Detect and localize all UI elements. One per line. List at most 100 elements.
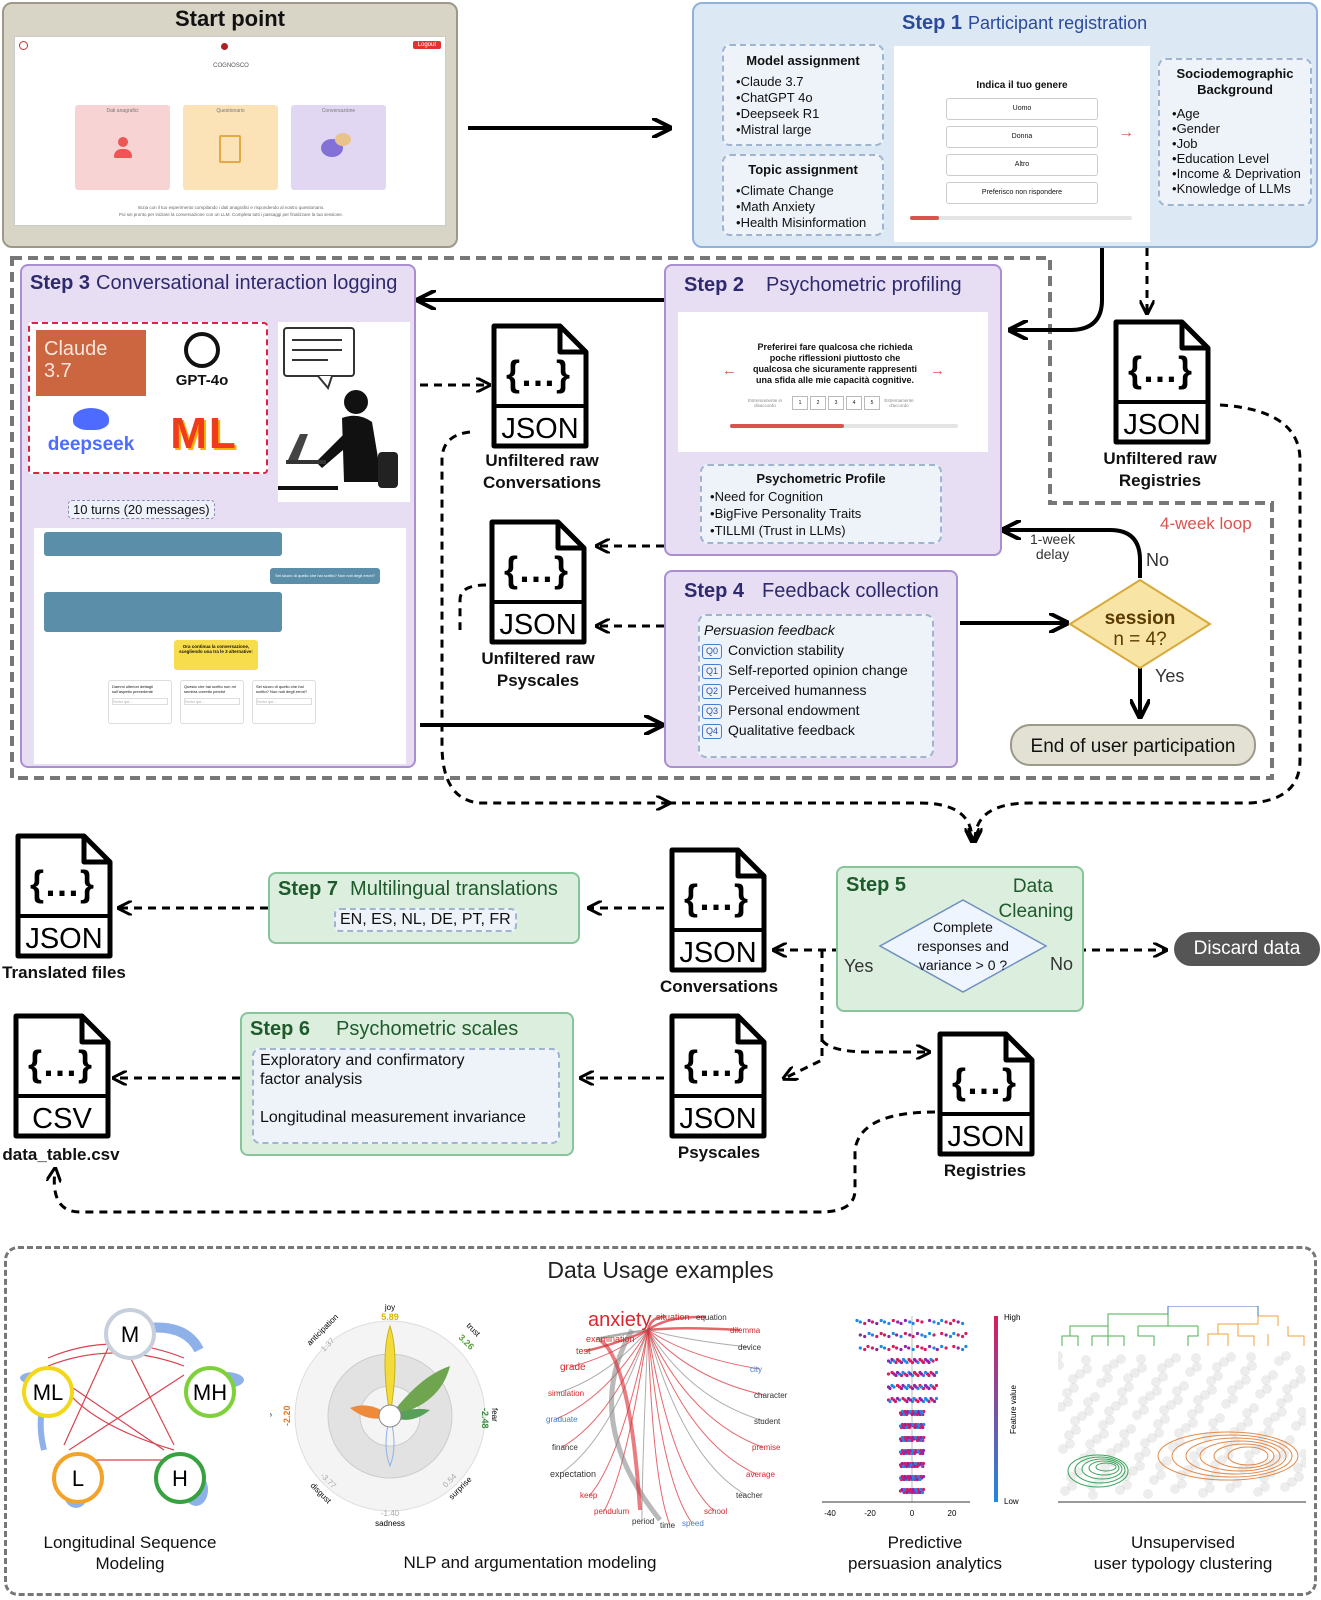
likert-option[interactable]: 2 bbox=[810, 396, 826, 410]
efa-cfa-line2: factor analysis bbox=[260, 1071, 363, 1088]
word-node: character bbox=[754, 1391, 788, 1400]
registries-file-icon: {…}JSON bbox=[937, 1031, 1035, 1157]
word-node: test bbox=[576, 1346, 591, 1356]
card-conversazione[interactable]: Conversazione bbox=[291, 105, 386, 190]
word-node: simulation bbox=[548, 1389, 584, 1398]
svg-text:joy: joy bbox=[384, 1303, 395, 1312]
registries-label: Registries bbox=[943, 1161, 1027, 1180]
option-input[interactable]: Scrivi qui... bbox=[112, 698, 168, 705]
word-node: graduate bbox=[546, 1415, 578, 1424]
likert-option[interactable]: 1 bbox=[792, 396, 808, 410]
profile-head: Psychometric Profile bbox=[756, 471, 886, 486]
svg-text:anger: anger bbox=[270, 1405, 272, 1426]
question-badge: Q4 bbox=[702, 723, 723, 739]
feedback-label: Conviction stability bbox=[728, 642, 844, 658]
svg-text:{…}: {…} bbox=[30, 863, 94, 904]
option-card-text: Sei sicuro di quello che hai scritto? No… bbox=[256, 684, 308, 694]
question-progress-track bbox=[730, 424, 958, 428]
card-conversazione-label: Conversazione bbox=[321, 108, 356, 114]
word-node: grade bbox=[560, 1362, 586, 1373]
chat-bubble-icon-2 bbox=[335, 133, 351, 146]
file-type-label: JSON bbox=[499, 609, 576, 641]
loop-frame bbox=[10, 256, 1274, 780]
profile-list: Need for Cognition BigFive Personality T… bbox=[710, 488, 940, 539]
option-input[interactable]: Scrivi qui... bbox=[256, 698, 312, 705]
deepseek-logo-text: deepseek bbox=[47, 434, 135, 455]
data-usage-title: Data Usage examples bbox=[547, 1257, 774, 1283]
card-questionario[interactable]: Questionario bbox=[183, 105, 278, 190]
svg-text:-2.48: -2.48 bbox=[480, 1408, 490, 1429]
conversations-label: Conversations bbox=[659, 977, 779, 996]
model-item: ChatGPT 4o bbox=[736, 90, 882, 106]
card-dati[interactable]: Dati anagrafici bbox=[75, 105, 170, 190]
turns-badge: 10 turns (20 messages) bbox=[68, 500, 215, 519]
mistral-logo: ML bbox=[154, 408, 254, 464]
question-badge: Q3 bbox=[702, 703, 723, 719]
socio-item: Gender bbox=[1172, 121, 1310, 136]
loop-no-label: No bbox=[1146, 550, 1170, 570]
gender-option[interactable]: Uomo bbox=[946, 98, 1098, 120]
likert-option[interactable]: 4 bbox=[846, 396, 862, 410]
next-arrow-icon[interactable]: → bbox=[1118, 124, 1134, 141]
svg-text:{…}: {…} bbox=[504, 549, 568, 590]
likert-option[interactable]: 3 bbox=[828, 396, 844, 410]
conversations-file-icon: {…}JSON bbox=[669, 847, 767, 973]
claude-logo-text: Claude 3.7 bbox=[44, 338, 108, 382]
option-card[interactable]: Dammi ulteriori dettagli sull'aspetto pr… bbox=[108, 680, 172, 724]
option-input[interactable]: Scrivi qui... bbox=[184, 698, 240, 705]
profile-item: Need for Cognition bbox=[710, 488, 940, 505]
option-card[interactable]: Sei sicuro di quello che hai scritto? No… bbox=[252, 680, 316, 724]
gender-option[interactable]: Altro bbox=[946, 154, 1098, 176]
cleaning-yes: Yes bbox=[844, 956, 874, 976]
dash-raw-psy-down bbox=[458, 583, 487, 630]
gender-option[interactable]: Donna bbox=[946, 126, 1098, 148]
svg-text:{…}: {…} bbox=[684, 877, 748, 918]
gender-option[interactable]: Preferisco non rispondere bbox=[946, 182, 1098, 204]
feedback-label: Perceived humanness bbox=[728, 682, 867, 698]
option-card[interactable]: Questo che hai scritto non mi sembra cor… bbox=[180, 680, 244, 724]
deepseek-logo: deepseek bbox=[36, 406, 146, 466]
user-icon bbox=[113, 137, 133, 161]
discard-data-box: Discard data bbox=[1174, 932, 1320, 966]
gpt-logo-text: GPT-4o bbox=[175, 372, 229, 389]
model-item: Claude 3.7 bbox=[736, 74, 882, 90]
scale-right-label: Estremamente d'accordo bbox=[884, 398, 914, 408]
likert-option[interactable]: 5 bbox=[864, 396, 880, 410]
word-node: anxiety bbox=[588, 1309, 651, 1331]
socio-item: Education Level bbox=[1172, 151, 1310, 166]
model-item: Mistral large bbox=[736, 122, 882, 138]
question-progress-fill bbox=[730, 424, 844, 428]
psyscales-file-icon: {…}JSON bbox=[669, 1013, 767, 1139]
socio-item: Income & Deprivation bbox=[1172, 166, 1310, 181]
word-node: teacher bbox=[736, 1491, 763, 1500]
node-h bbox=[154, 1452, 206, 1504]
app-name: COGNOSCO bbox=[213, 63, 249, 69]
prev-arrow-icon[interactable]: ← bbox=[722, 362, 737, 379]
svg-text:{…}: {…} bbox=[28, 1043, 92, 1084]
word-node: average bbox=[746, 1470, 775, 1479]
svg-text:5.89: 5.89 bbox=[381, 1312, 399, 1322]
psychometric-scales-box: Exploratory and confirmatory factor anal… bbox=[252, 1048, 560, 1144]
form-progress-track bbox=[910, 216, 1132, 220]
emotion-radar: joy 5.89 trust 3.26 fear -2.48 surprise … bbox=[270, 1303, 499, 1528]
logout-button[interactable]: Logout bbox=[412, 41, 441, 49]
word-node: expectation bbox=[550, 1469, 596, 1479]
svg-text:M: M bbox=[121, 1322, 139, 1347]
csv-file-label: data_table.csv bbox=[2, 1145, 120, 1164]
gender-question: Indica il tuo genere bbox=[976, 80, 1068, 91]
svg-text:fear: fear bbox=[490, 1408, 499, 1422]
word-node: time bbox=[660, 1521, 676, 1530]
socio-background-box: Sociodemographic Background Age Gender J… bbox=[1158, 58, 1312, 206]
next-arrow-icon[interactable]: → bbox=[930, 362, 945, 379]
data-usage-panel: Data Usage examples bbox=[4, 1246, 1317, 1596]
assistant-message bbox=[44, 532, 282, 556]
gender-form-screenshot: Indica il tuo genere Uomo Donna Altro Pr… bbox=[894, 46, 1150, 242]
efa-cfa-line1: Exploratory and confirmatory bbox=[260, 1052, 465, 1069]
translated-files-label: Translated files bbox=[2, 963, 126, 982]
